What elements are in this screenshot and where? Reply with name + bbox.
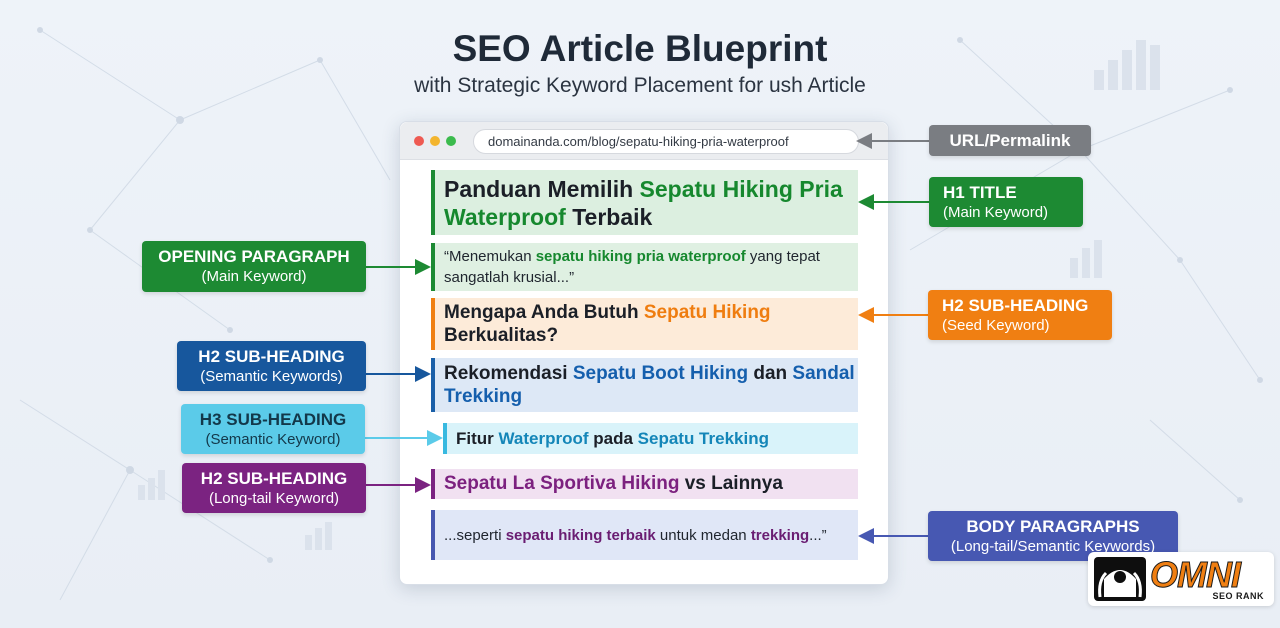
- page-subtitle: with Strategic Keyword Placement for ush…: [414, 74, 866, 97]
- h2-semantic-mid: dan: [748, 363, 793, 384]
- h1-title-text: Panduan Memilih Sepatu Hiking Pria Water…: [444, 175, 858, 231]
- label-url-line1: URL/Permalink: [949, 130, 1071, 150]
- h2-semantic-keyword-1: Sepatu Boot Hiking: [572, 363, 749, 384]
- label-h1-line2: (Main Keyword): [943, 203, 1049, 221]
- label-url-permalink: URL/Permalink: [929, 125, 1091, 156]
- h1-pre: Panduan Memilih: [444, 175, 640, 202]
- h2-seed-post: Berkualitas?: [444, 325, 559, 346]
- label-h2-longtail: H2 SUB-HEADING (Long-tail Keyword): [182, 463, 366, 513]
- minimize-dot-icon: [430, 136, 440, 146]
- label-h2-seed-line2: (Seed Keyword): [942, 316, 1050, 334]
- h1-title-block: Panduan Memilih Sepatu Hiking Pria Water…: [431, 170, 858, 235]
- h2-semantic-pre: Rekomendasi: [444, 363, 573, 384]
- label-opening-line1: OPENING PARAGRAPH: [158, 247, 350, 266]
- url-bar[interactable]: domainanda.com/blog/sepatu-hiking-pria-w…: [473, 129, 859, 154]
- label-h3-line2: (Semantic Keyword): [205, 430, 341, 448]
- h2-semantic-text: Rekomendasi Sepatu Boot Hiking dan Sanda…: [444, 362, 858, 408]
- h2-semantic-block: Rekomendasi Sepatu Boot Hiking dan Sanda…: [431, 358, 858, 412]
- label-h2-semantic: H2 SUB-HEADING (Semantic Keywords): [177, 341, 366, 391]
- h3-mid: pada: [588, 428, 638, 448]
- logo-tagline: SEO RANK: [1212, 591, 1264, 601]
- body-post: ...”: [809, 526, 827, 544]
- h2-longtail-text: Sepatu La Sportiva Hiking vs Lainnya: [444, 473, 783, 495]
- label-h2-seed: H2 SUB-HEADING (Seed Keyword): [928, 290, 1112, 340]
- h2-seed-text: Mengapa Anda Butuh Sepatu Hiking Berkual…: [444, 301, 858, 347]
- opening-post: yang tepat sangatlah krusial...”: [444, 248, 820, 286]
- label-body-paragraphs: BODY PARAGRAPHS (Long-tail/Semantic Keyw…: [928, 511, 1178, 561]
- opening-keyword: sepatu hiking pria waterproof: [535, 248, 746, 265]
- h3-keyword-2: Sepatu Trekking: [637, 428, 769, 448]
- label-h3-line1: H3 SUB-HEADING: [199, 409, 347, 429]
- h1-keyword: Sepatu Hiking Pria Waterproof: [444, 175, 843, 230]
- label-h1-title: H1 TITLE (Main Keyword): [929, 177, 1083, 227]
- h3-semantic-text: Fitur Waterproof pada Sepatu Trekking: [456, 429, 769, 449]
- logo-mark-icon: [1094, 557, 1146, 601]
- h3-semantic-block: Fitur Waterproof pada Sepatu Trekking: [443, 423, 858, 454]
- body-keyword-2: trekking: [750, 526, 810, 544]
- label-h1-line1: H1 TITLE: [943, 182, 1017, 202]
- body-paragraph-text: ...seperti sepatu hiking terbaik untuk m…: [444, 525, 827, 546]
- omni-logo: OMNI SEO RANK: [1088, 552, 1274, 606]
- body-paragraph-block: ...seperti sepatu hiking terbaik untuk m…: [431, 510, 858, 560]
- opening-paragraph-block: “Menemukan sepatu hiking pria waterproof…: [431, 243, 858, 291]
- h2-longtail-keyword: Sepatu La Sportiva Hiking: [444, 473, 680, 494]
- h2-seed-block: Mengapa Anda Butuh Sepatu Hiking Berkual…: [431, 298, 858, 350]
- body-pre: ...seperti: [444, 526, 506, 544]
- label-h2-semantic-line2: (Semantic Keywords): [200, 367, 343, 385]
- label-h2-longtail-line2: (Long-tail Keyword): [208, 489, 340, 507]
- h3-pre: Fitur: [456, 428, 499, 448]
- h3-keyword-1: Waterproof: [498, 428, 589, 448]
- label-body-line2: (Long-tail/Semantic Keywords): [950, 537, 1156, 555]
- h2-longtail-post: vs Lainnya: [679, 473, 783, 494]
- label-opening-line2: (Main Keyword): [201, 268, 307, 285]
- opening-paragraph-text: “Menemukan sepatu hiking pria waterproof…: [444, 246, 858, 288]
- close-dot-icon: [414, 136, 424, 146]
- h2-longtail-block: Sepatu La Sportiva Hiking vs Lainnya: [431, 469, 858, 499]
- h2-semantic-keyword-2: Sandal Trekking: [444, 363, 855, 407]
- logo-name: OMNI: [1150, 554, 1242, 595]
- h1-post: Terbaik: [565, 203, 653, 230]
- page-title: SEO Article Blueprint: [452, 28, 828, 69]
- label-h2-seed-line1: H2 SUB-HEADING: [942, 295, 1089, 315]
- label-opening-paragraph: OPENING PARAGRAPH (Main Keyword): [142, 241, 366, 292]
- label-h2-semantic-line1: H2 SUB-HEADING: [198, 346, 345, 366]
- maximize-dot-icon: [446, 136, 456, 146]
- h2-seed-keyword: Sepatu Hiking: [643, 302, 771, 323]
- h2-seed-pre: Mengapa Anda Butuh: [444, 302, 644, 323]
- browser-toolbar: domainanda.com/blog/sepatu-hiking-pria-w…: [400, 122, 888, 160]
- label-h2-longtail-line1: H2 SUB-HEADING: [200, 468, 348, 488]
- label-body-line1: BODY PARAGRAPHS: [966, 516, 1140, 536]
- body-mid: untuk medan: [655, 526, 751, 544]
- body-keyword-1: sepatu hiking terbaik: [505, 526, 656, 544]
- label-h3-semantic: H3 SUB-HEADING (Semantic Keyword): [181, 404, 365, 454]
- opening-pre: “Menemukan: [444, 248, 536, 265]
